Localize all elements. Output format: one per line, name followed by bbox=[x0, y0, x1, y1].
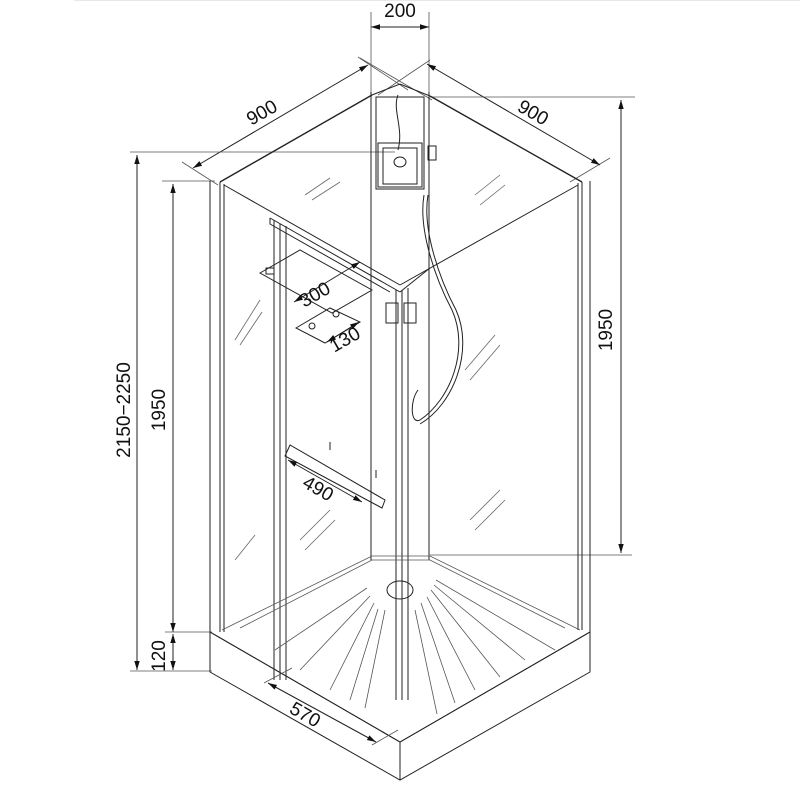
dim-label-120: 120 bbox=[149, 640, 170, 672]
dim-label-900-right: 900 bbox=[514, 96, 552, 130]
dim-right-width: 900 bbox=[359, 57, 611, 183]
dim-label-300: 300 bbox=[296, 278, 334, 312]
tray-ribs bbox=[274, 579, 556, 715]
dim-label-900-left: 900 bbox=[243, 96, 281, 130]
dim-label-490: 490 bbox=[299, 472, 337, 506]
dim-label-200: 200 bbox=[384, 1, 416, 22]
dim-hook-rail: 130 bbox=[326, 321, 364, 357]
dim-cabin-height-right: 1950 bbox=[430, 100, 632, 556]
dim-tray-height: 120 bbox=[149, 634, 176, 672]
dim-label-1950-right: 1950 bbox=[596, 309, 617, 351]
dim-label-total-height: 2150−2250 bbox=[114, 362, 135, 458]
shower-column bbox=[370, 83, 464, 560]
dim-label-130: 130 bbox=[326, 323, 364, 357]
shower-tray bbox=[209, 555, 591, 781]
dim-left-width: 900 bbox=[181, 56, 409, 186]
glass-reflections bbox=[234, 174, 506, 561]
dim-total-height: 2150−2250 bbox=[114, 155, 212, 672]
dim-lower-shelf: 490 bbox=[287, 459, 363, 506]
dim-cabin-height-left: 1950 bbox=[149, 184, 212, 633]
cabin-frame bbox=[209, 94, 591, 700]
dim-label-570: 570 bbox=[286, 698, 324, 732]
top-border-line bbox=[74, 0, 800, 1]
dim-door-width: 570 bbox=[263, 667, 399, 746]
dim-label-1950-left: 1950 bbox=[149, 389, 170, 431]
lower-shelf bbox=[284, 442, 386, 509]
